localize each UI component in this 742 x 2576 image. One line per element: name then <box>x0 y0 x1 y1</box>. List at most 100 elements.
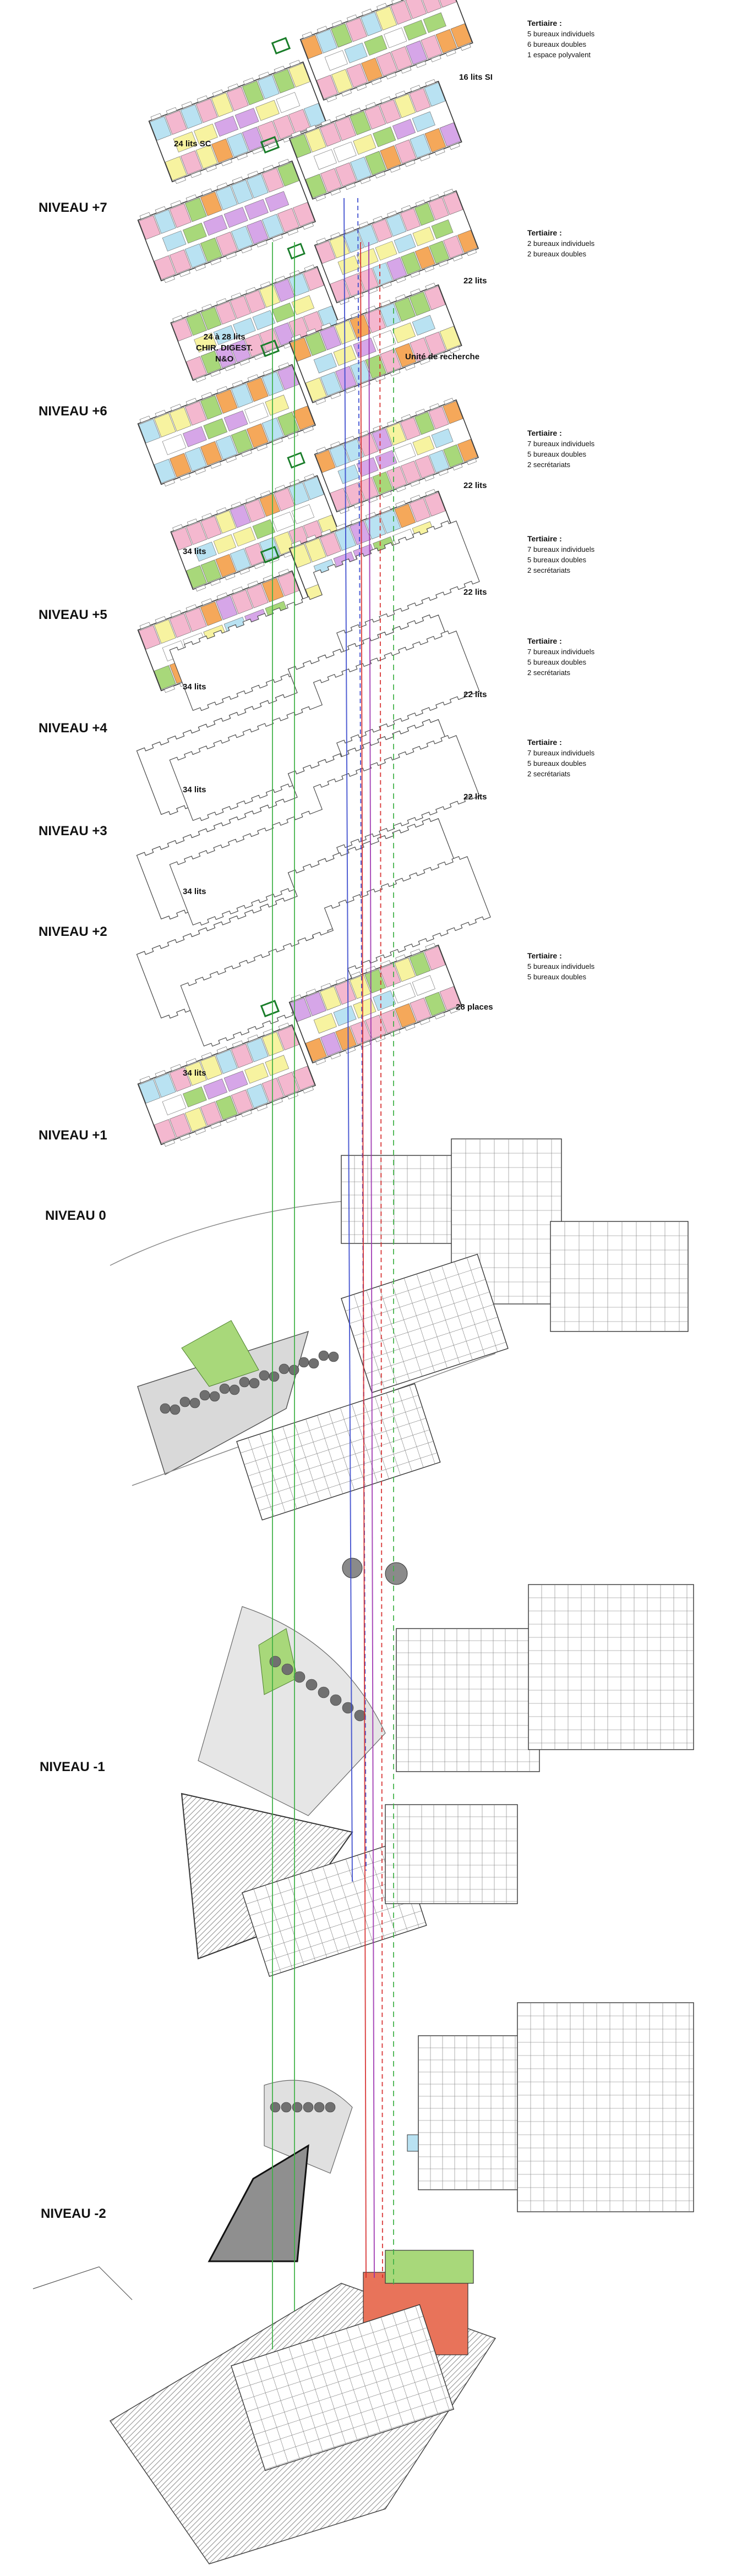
room <box>290 337 312 362</box>
tree <box>303 2102 314 2113</box>
balcony <box>210 579 221 586</box>
balcony <box>164 276 175 283</box>
room <box>154 459 176 484</box>
tree <box>354 1709 366 1722</box>
room <box>316 74 338 100</box>
room <box>244 333 266 357</box>
tertiaire-line: 6 bureaux doubles <box>527 40 586 48</box>
block-outline <box>396 1628 540 1772</box>
core-room <box>412 975 435 996</box>
room <box>154 665 176 690</box>
balcony <box>434 352 445 359</box>
core-room <box>276 92 301 113</box>
balcony <box>395 90 406 98</box>
core-room <box>412 111 435 132</box>
room <box>259 493 280 517</box>
balcony <box>316 238 326 244</box>
building-block <box>517 2002 694 2212</box>
tertiaire-line: 2 secrétariats <box>527 566 571 574</box>
room <box>395 1003 417 1028</box>
tree <box>189 1397 200 1408</box>
balcony <box>424 265 434 272</box>
balcony <box>232 380 243 387</box>
room <box>439 122 461 147</box>
core-room <box>194 123 218 145</box>
room <box>350 520 372 545</box>
outline-path <box>169 735 480 926</box>
wall <box>240 1395 419 1454</box>
room <box>200 601 222 626</box>
tertiaire-line: 7 bureaux individuels <box>527 545 595 553</box>
balcony <box>291 130 302 138</box>
room <box>186 312 207 336</box>
balcony <box>232 177 243 184</box>
core-room <box>194 541 217 562</box>
wall <box>386 1393 412 1472</box>
balcony <box>201 392 212 399</box>
room <box>184 607 207 632</box>
balcony <box>181 101 193 108</box>
balcony <box>467 458 477 465</box>
stair-core <box>260 546 280 564</box>
wall <box>265 1885 293 1969</box>
balcony <box>405 160 416 167</box>
room <box>231 1089 253 1114</box>
room <box>184 1107 207 1132</box>
room <box>435 0 457 8</box>
room <box>331 23 352 48</box>
balcony <box>210 462 221 469</box>
balcony <box>210 258 221 265</box>
wall <box>299 1873 328 1958</box>
wall <box>254 2358 288 2463</box>
room <box>443 444 464 468</box>
balcony <box>438 469 449 476</box>
wall <box>357 1304 494 1349</box>
wall <box>323 1866 351 1950</box>
core-room <box>162 1094 187 1116</box>
room <box>335 116 357 141</box>
wall <box>323 2336 358 2441</box>
balcony <box>303 222 314 230</box>
room <box>154 413 176 437</box>
wall <box>242 2362 277 2467</box>
core-room <box>234 108 259 129</box>
room <box>305 331 326 356</box>
core-room <box>203 418 228 440</box>
balcony <box>449 1006 460 1014</box>
room <box>200 306 222 330</box>
balcony <box>430 55 441 62</box>
core-room <box>423 12 446 33</box>
wall <box>282 1426 309 1505</box>
balcony <box>216 298 227 305</box>
room <box>288 63 310 87</box>
room <box>421 35 443 59</box>
tree <box>308 1358 319 1369</box>
balcony <box>381 282 392 289</box>
tertiaire-block: Tertiaire : 7 bureaux individuels 5 bure… <box>527 534 594 576</box>
tertiaire-block: Tertiaire : 2 bureaux individuels 2 bure… <box>527 228 594 259</box>
caption-34-lits: 34 lits <box>183 1068 206 1078</box>
room <box>357 224 378 248</box>
room <box>186 565 207 589</box>
room <box>246 1083 269 1108</box>
room <box>231 383 253 408</box>
room <box>335 320 357 345</box>
wall <box>351 1404 378 1483</box>
room <box>350 1020 372 1045</box>
balcony <box>245 496 257 503</box>
room <box>364 309 386 333</box>
balcony <box>164 686 175 693</box>
level-label-plus2: NIVEAU +2 <box>39 924 107 939</box>
balcony <box>150 113 162 120</box>
level-minus1-plan <box>181 1558 408 1960</box>
wall <box>415 2306 450 2411</box>
balcony <box>272 234 283 242</box>
balcony <box>380 96 391 103</box>
balcony <box>155 409 166 417</box>
room <box>195 144 218 169</box>
balcony <box>291 334 302 341</box>
balcony <box>390 166 401 173</box>
room <box>303 476 324 500</box>
balcony <box>190 171 201 178</box>
room <box>379 303 401 327</box>
